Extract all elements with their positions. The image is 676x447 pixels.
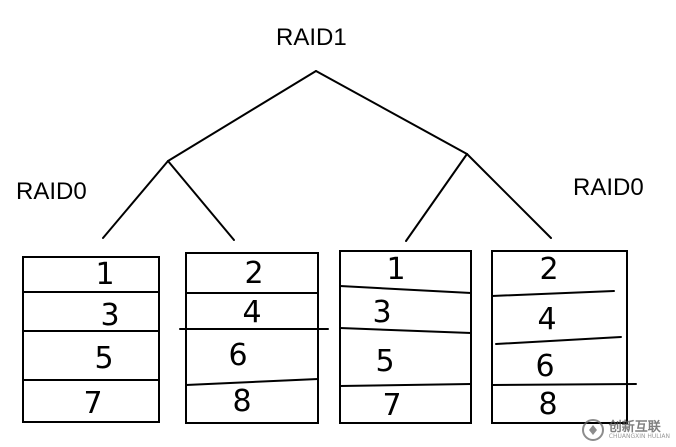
disk-4-divider [495,336,622,345]
disk-3-block-label: 7 [382,388,402,423]
disk-4-block-label: 2 [539,252,559,287]
edge-raid1-to-left-raid0 [167,70,317,162]
watermark-logo: 创新互联 CHUANGXIN HULIAN [581,418,670,442]
watermark-text: 创新互联 [608,419,661,435]
watermark-subtext: CHUANGXIN HULIAN [608,432,670,440]
disk-1-block-label: 1 [95,257,115,292]
disk-2-divider [185,378,319,386]
brand-logo-icon [581,419,604,441]
disk-2-block-label: 6 [228,338,248,373]
disk-3-block-label: 3 [372,295,392,330]
disk-3-divider [339,327,472,334]
disk-3-divider [339,285,472,294]
disk-4 [491,250,628,424]
edge-left-raid0-to-disk1 [102,160,169,239]
edge-left-raid0-to-disk2 [167,160,235,241]
disk-4-block-label: 6 [535,349,555,384]
raid0-right-label: RAID0 [573,174,644,201]
disk-2 [185,252,319,424]
disk-2-block-label: 8 [232,384,252,419]
disk-4-block-label: 4 [537,302,557,337]
disk-4-block-label: 8 [538,387,558,422]
disk-2-block-label: 4 [242,295,262,330]
edge-raid1-to-right-raid0 [315,70,468,155]
disk-3 [339,250,472,424]
disk-4-divider [491,383,637,386]
disk-1-block-label: 3 [100,298,120,333]
disk-3-divider [339,383,472,387]
raid0-left-label: RAID0 [16,178,87,205]
disk-3-block-label: 1 [386,252,406,287]
disk-3-block-label: 5 [375,344,395,379]
disk-4-divider [491,290,615,297]
edge-right-raid0-to-disk3 [405,153,468,242]
edge-right-raid0-to-disk4 [466,153,552,239]
disk-1-block-label: 5 [94,341,114,376]
disk-1 [22,256,160,423]
raid1-label: RAID1 [276,24,347,51]
disk-1-block-label: 7 [83,386,103,421]
disk-2-block-label: 2 [244,256,264,291]
